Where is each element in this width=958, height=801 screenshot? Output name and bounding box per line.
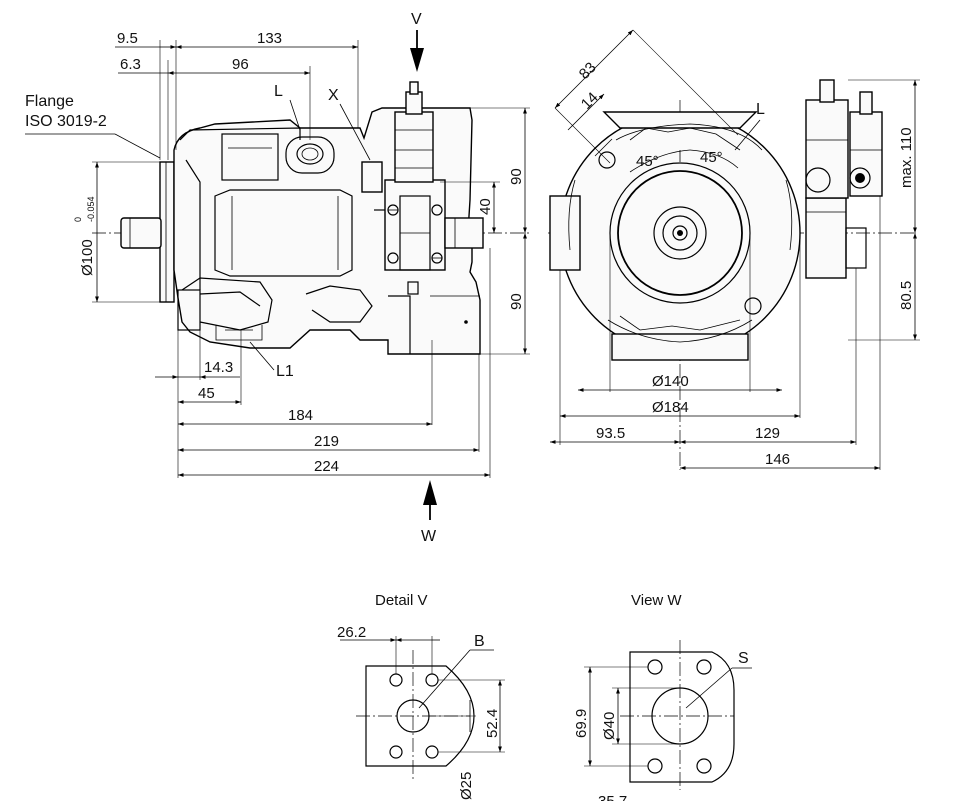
dim-dia-40: Ø40: [601, 712, 618, 740]
view-w-view: [584, 640, 752, 790]
dim-219: 219: [314, 433, 339, 450]
dim-80-5: 80.5: [898, 281, 915, 310]
dim-35-7: 35.7: [598, 793, 627, 801]
dim-93-5: 93.5: [596, 425, 625, 442]
side-view: [25, 30, 530, 520]
dim-52-4: 52.4: [484, 709, 501, 738]
tol-lower: -0.054: [86, 196, 96, 222]
dim-69-9: 69.9: [573, 709, 590, 738]
port-label-s: S: [738, 650, 749, 667]
dim-6-3: 6.3: [120, 56, 141, 73]
port-label-l: L: [274, 83, 283, 100]
dim-40: 40: [477, 198, 494, 215]
dim-14: 14: [578, 89, 602, 113]
port-label-b: B: [474, 633, 485, 650]
tol-upper: 0: [73, 217, 83, 222]
port-label-l1: L1: [276, 363, 294, 380]
detail-v-view: [340, 636, 505, 780]
dim-96: 96: [232, 56, 249, 73]
dim-90-upper: 90: [508, 168, 525, 185]
port-label-l-front: L: [756, 101, 765, 118]
view-w-title: View W: [631, 592, 682, 609]
dim-dia-25: Ø25: [458, 772, 475, 800]
dim-129: 129: [755, 425, 780, 442]
dim-max-110: max. 110: [898, 127, 915, 188]
dim-26-2: 26.2: [337, 624, 366, 641]
dim-9-5: 9.5: [117, 30, 138, 47]
dim-83: 83: [576, 59, 600, 83]
dim-14-3: 14.3: [204, 359, 233, 376]
view-arrow-v-label: V: [411, 11, 422, 28]
front-view: [548, 29, 920, 470]
flange-label: Flange: [25, 93, 74, 110]
dim-flange-diameter: Ø100: [79, 239, 96, 276]
angle-45-left: 45°: [636, 153, 659, 170]
dim-dia-184: Ø184: [652, 399, 689, 416]
dim-184: 184: [288, 407, 313, 424]
flange-standard-label: ISO 3019-2: [25, 113, 107, 130]
view-arrow-w-label: W: [421, 528, 437, 545]
dim-45: 45: [198, 385, 215, 402]
angle-45-right: 45°: [700, 149, 723, 166]
detail-v-title: Detail V: [375, 592, 428, 609]
dim-90-lower: 90: [508, 293, 525, 310]
dim-dia-140: Ø140: [652, 373, 689, 390]
dim-146: 146: [765, 451, 790, 468]
dim-133: 133: [257, 30, 282, 47]
port-label-x: X: [328, 87, 339, 104]
dim-224: 224: [314, 458, 339, 475]
